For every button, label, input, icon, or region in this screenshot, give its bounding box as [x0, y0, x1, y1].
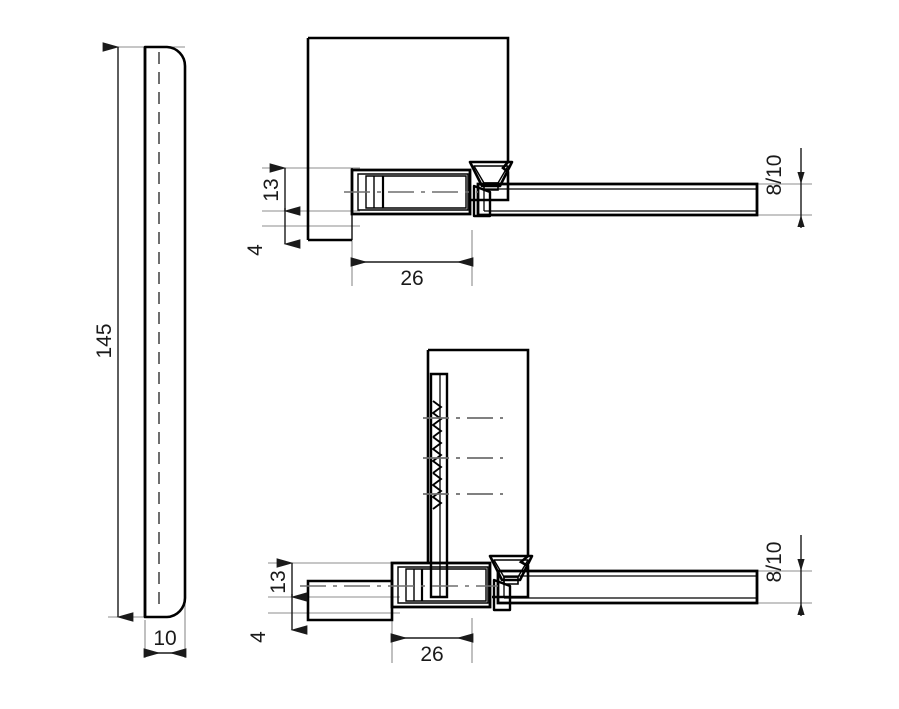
- upper-door-block-top-right-outline: [308, 36, 510, 202]
- upper-section-view: [306, 36, 759, 242]
- lower-rose-body-inner: [397, 566, 489, 604]
- dim-label-lower-810: 8/10: [763, 542, 786, 583]
- dim-arrow-lower-810-bottom: [797, 603, 805, 615]
- upper-rose-body-inner: [357, 173, 469, 211]
- dim-label-lower-26: 26: [420, 643, 443, 666]
- dimension-lower-26: 26: [390, 633, 474, 666]
- dimension-upper-810: 8/10: [763, 148, 805, 228]
- lower-rose-bush-outline: [405, 568, 487, 602]
- lower-lever-neck: [492, 578, 512, 612]
- dimension-lower-13: 13: [267, 558, 308, 602]
- lower-section-view: [300, 348, 759, 622]
- upper-rose-bush-outline: [365, 175, 467, 209]
- dim-arrow-upper-810-bottom: [797, 215, 805, 227]
- lower-spindle-screw-channel: [429, 372, 449, 599]
- lower-backplate-bar: [306, 579, 394, 622]
- dimension-upper-26: 26: [350, 257, 474, 290]
- dimension-upper-4: 4: [244, 208, 301, 256]
- dim-arrow-lower-810-top: [797, 559, 805, 571]
- dimension-lower-810: 8/10: [763, 535, 805, 616]
- dim-label-upper-13: 13: [260, 178, 283, 201]
- dim-label-lower-13: 13: [267, 570, 290, 593]
- lower-door-block-outline: [428, 348, 530, 599]
- upper-lever-arm: [476, 182, 759, 217]
- dim-label-lower-4: 4: [247, 631, 270, 643]
- dim-label-upper-810: 8/10: [763, 155, 786, 196]
- dim-arrow-upper-810-top: [797, 172, 805, 184]
- side-profile-view: [143, 45, 187, 619]
- dim-label-upper-26: 26: [400, 267, 423, 290]
- dimension-backplate-length: 145: [93, 42, 134, 622]
- lower-screw-thread-profile: [431, 400, 443, 510]
- lower-lever-arm: [496, 569, 759, 605]
- dim-label-145: 145: [93, 323, 116, 358]
- upper-rose-body: [350, 168, 472, 216]
- lower-screw-centerlines: [423, 417, 503, 495]
- dim-label-10: 10: [153, 627, 176, 650]
- dim-label-upper-4: 4: [244, 244, 267, 256]
- dimension-upper-13: 13: [260, 163, 301, 216]
- backplate-outline: [143, 45, 187, 619]
- upper-wedge-collar: [468, 160, 514, 188]
- dimension-lower-4: 4: [247, 594, 308, 643]
- dimension-backplate-thickness: 10: [143, 627, 187, 658]
